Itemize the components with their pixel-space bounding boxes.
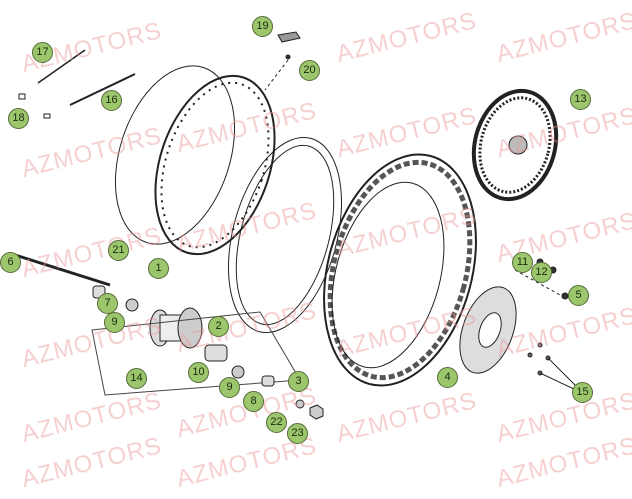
callout-badge-9[interactable]: 9: [219, 377, 240, 398]
brake-disc-part: [459, 286, 517, 374]
callout-badge-6[interactable]: 6: [0, 252, 21, 273]
rim-lock-part: [277, 31, 301, 43]
rim-holes: [160, 81, 270, 249]
callout-badge-15[interactable]: 15: [572, 382, 593, 403]
leader-line: [547, 357, 579, 389]
nut-part: [309, 404, 324, 420]
bearing-part: [125, 298, 139, 312]
spoke-part: [69, 73, 136, 106]
callout-badge-2[interactable]: 2: [208, 316, 229, 337]
bearing-part: [231, 365, 245, 379]
callout-badge-21[interactable]: 21: [108, 240, 129, 261]
callout-badge-14[interactable]: 14: [126, 368, 147, 389]
callout-badge-9[interactable]: 9: [104, 312, 125, 333]
tyre-part: [323, 153, 477, 387]
callout-badge-16[interactable]: 16: [101, 90, 122, 111]
axle-part: [14, 253, 111, 287]
callout-badge-1[interactable]: 1: [148, 258, 169, 279]
spacer-part: [261, 375, 275, 387]
tyre-tread: [327, 159, 473, 381]
rim-band-part: [114, 65, 236, 245]
callout-badge-23[interactable]: 23: [287, 423, 308, 444]
callout-badge-18[interactable]: 18: [8, 108, 29, 129]
rim-part: [154, 74, 276, 256]
callout-badge-19[interactable]: 19: [252, 16, 273, 37]
callout-badge-3[interactable]: 3: [288, 371, 309, 392]
callout-badge-7[interactable]: 7: [97, 293, 118, 314]
disc-bolts: [527, 342, 551, 376]
rim-lock-nut: [285, 54, 291, 60]
nipple-part: [43, 113, 51, 119]
hub-part: [149, 307, 203, 349]
inner-tube-inner-edge: [235, 144, 335, 326]
callout-badge-11[interactable]: 11: [512, 252, 533, 273]
callout-badge-8[interactable]: 8: [243, 391, 264, 412]
callout-badge-12[interactable]: 12: [531, 262, 552, 283]
leader-line: [264, 59, 289, 91]
callout-badge-20[interactable]: 20: [299, 60, 320, 81]
nipple-part: [18, 93, 26, 100]
spacer-part: [204, 344, 228, 362]
leader-line: [539, 372, 577, 391]
washer-part: [295, 399, 305, 409]
callout-badge-17[interactable]: 17: [32, 42, 53, 63]
spoke-part: [37, 49, 86, 84]
complete-wheel-part: [471, 88, 559, 202]
callout-badge-4[interactable]: 4: [437, 367, 458, 388]
callout-badge-10[interactable]: 10: [188, 362, 209, 383]
tyre-bead: [331, 181, 445, 369]
callout-badge-5[interactable]: 5: [568, 285, 589, 306]
callout-badge-13[interactable]: 13: [570, 89, 591, 110]
callout-badge-22[interactable]: 22: [266, 412, 287, 433]
